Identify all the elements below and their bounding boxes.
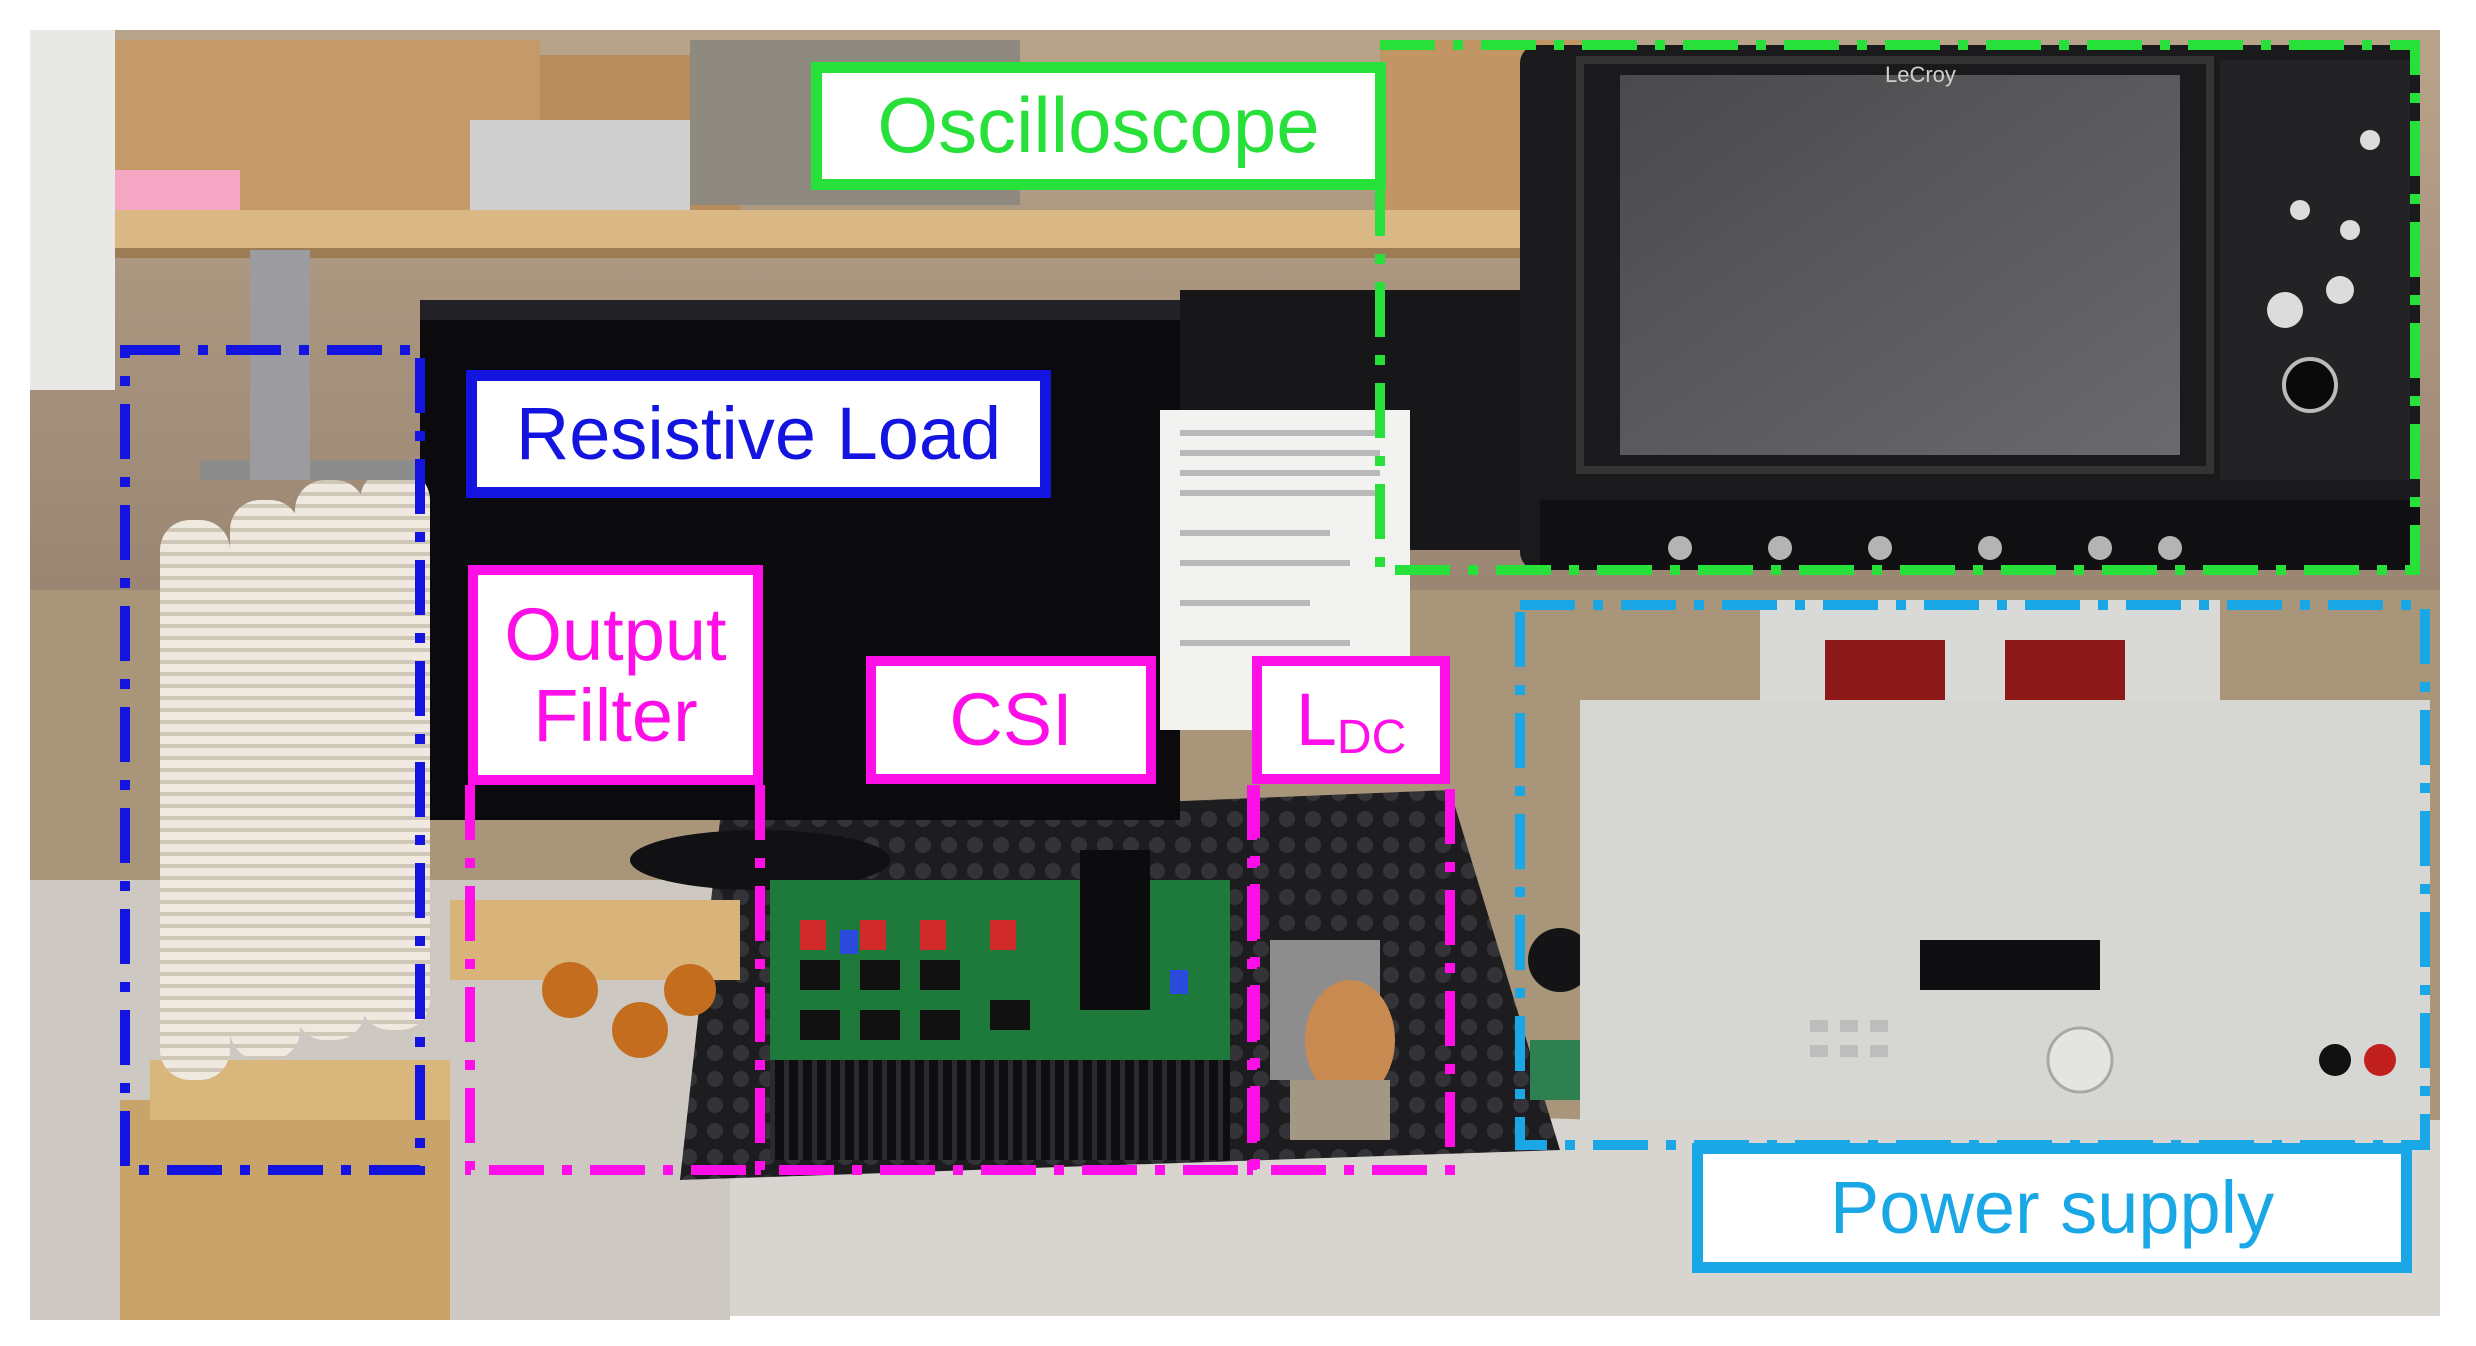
ldc-label-main: L: [1295, 678, 1337, 762]
power-supply-label-text: Power supply: [1829, 1166, 2275, 1250]
pcb-components: [800, 960, 1030, 1040]
csi-label-text: CSI: [949, 678, 1073, 762]
ldc-winding: [1305, 980, 1395, 1100]
filter-inductor-1: [542, 962, 598, 1018]
monitor-bezel-top: [420, 300, 1180, 320]
resistor-coils: [160, 470, 430, 1080]
pink-foam: [100, 170, 240, 210]
shelf-edge: [110, 248, 1910, 258]
ldc-label-subscript: DC: [1336, 710, 1407, 764]
ps-terminal-black: [2319, 1044, 2351, 1076]
output-filter-label-line2: Filter: [533, 674, 698, 757]
oscilloscope-label-text: Oscilloscope: [877, 81, 1320, 170]
resistive-load-label-text: Resistive Load: [515, 392, 1002, 476]
resistive-load-region-outline: [120, 345, 425, 1175]
oscilloscope-frame: [1576, 56, 2214, 474]
resistive-load-label: Resistive Load: [466, 370, 1051, 498]
shelf-item: [470, 120, 690, 210]
support-rod: [250, 250, 310, 480]
csi-black-heatsink: [1080, 850, 1150, 1010]
csi-label: CSI: [866, 656, 1156, 784]
wooden-base: [120, 1100, 450, 1320]
oscilloscope-label: Oscilloscope: [811, 62, 1386, 190]
ps-display: [1920, 940, 2100, 990]
filter-inductor-2: [612, 1002, 668, 1058]
ldc-region-outline: [1247, 785, 1455, 1175]
filter-inductor-3: [664, 964, 716, 1016]
oscilloscope-bottom-bar: [1540, 500, 2420, 570]
ldc-base: [1290, 1080, 1390, 1140]
power-supply-region-outline: [1515, 600, 2430, 1150]
oscilloscope-screen: [1620, 75, 2180, 455]
power-supply-label: Power supply: [1692, 1143, 2412, 1273]
capacitor-1: [1528, 928, 1592, 992]
output-filter-label: Output Filter: [468, 565, 763, 785]
power-supply-bottom: [1580, 700, 2430, 1120]
csi-region-outline: [755, 785, 1260, 1175]
oscilloscope-region-outline: [1375, 40, 2420, 575]
oscilloscope-brand-text: LeCroy: [1885, 62, 1956, 87]
ps-knob: [2046, 1026, 2114, 1094]
output-filter-label-line1: Output: [504, 592, 727, 676]
ps-terminal-red: [2364, 1044, 2396, 1076]
oscilloscope-front-panel: [2220, 60, 2410, 480]
white-wall-left: [30, 30, 115, 390]
output-filter-region-outline: [465, 785, 760, 1175]
oscilloscope-main-knob: [2282, 357, 2338, 413]
